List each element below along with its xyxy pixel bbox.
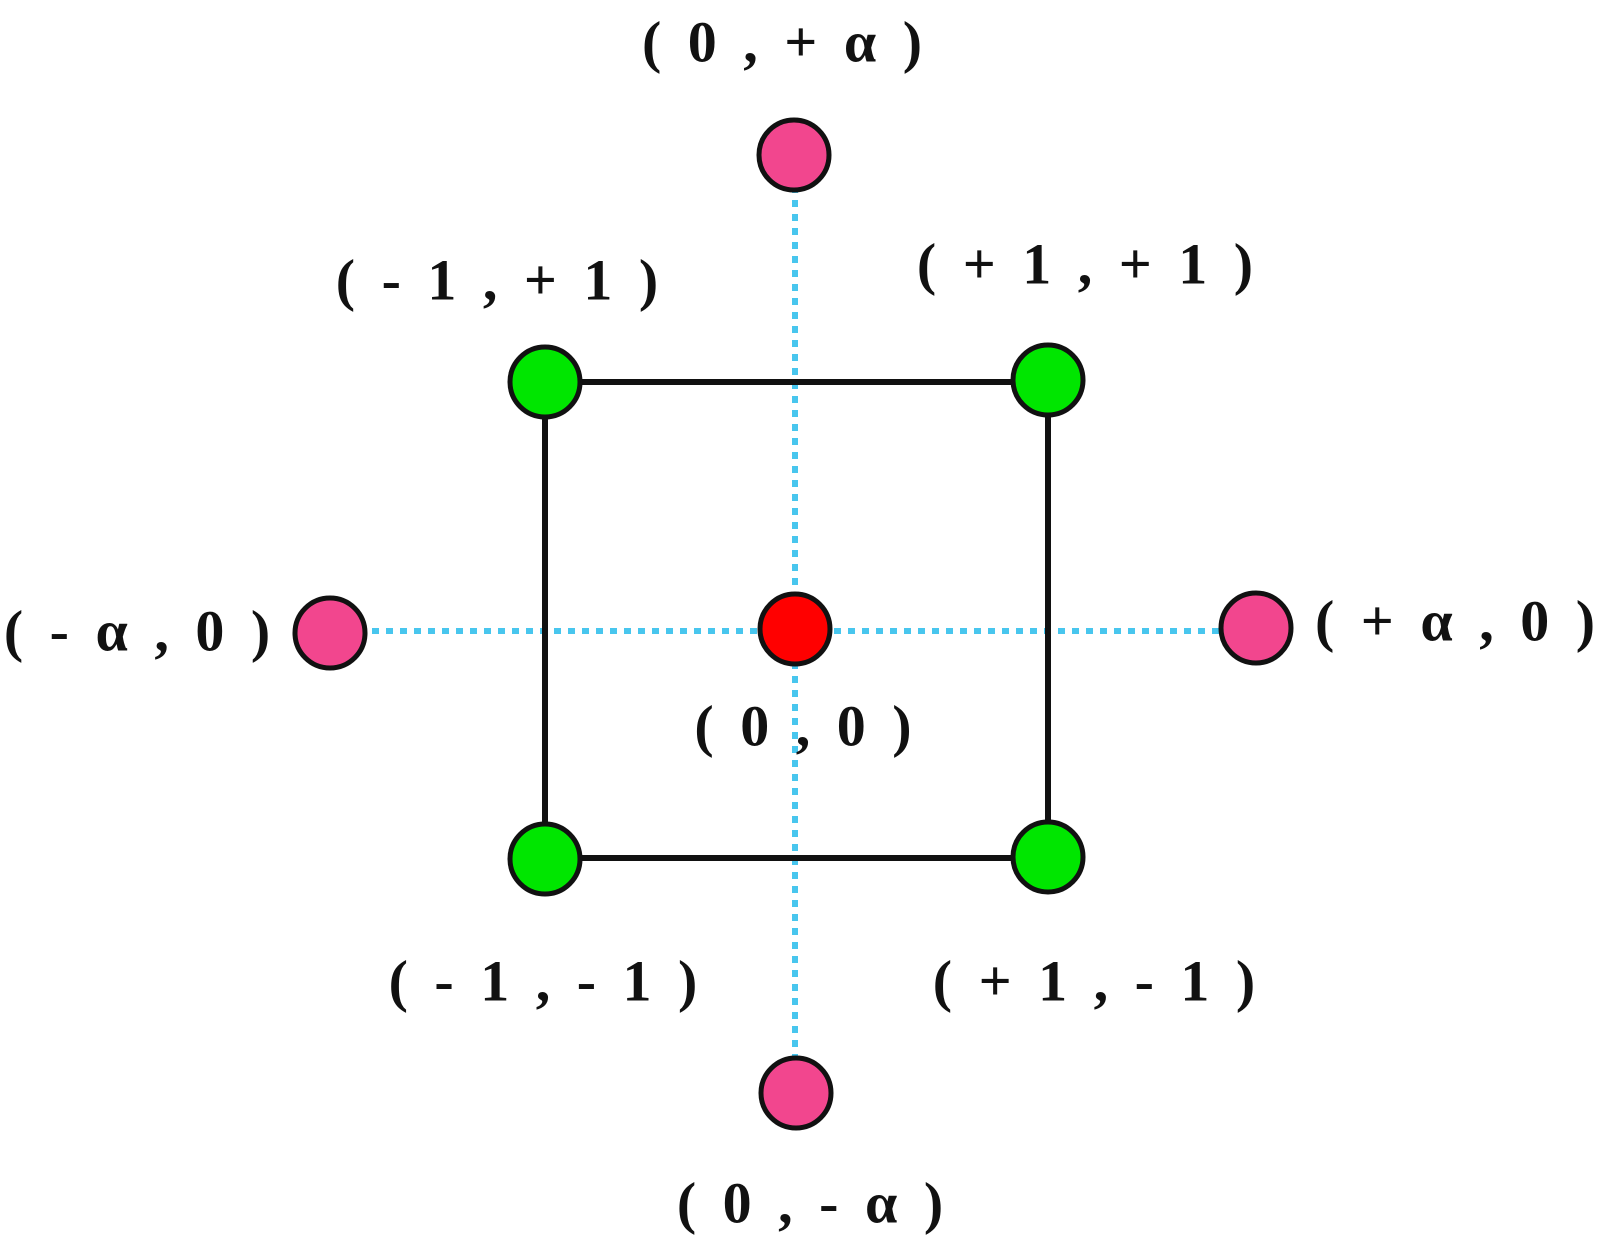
factorial-point-minus1-minus1: [507, 821, 583, 897]
factorial-point-plus1-plus1: [1010, 342, 1086, 418]
label-axial-top: ( 0 , + α ): [642, 9, 928, 74]
axial-point-top: [756, 117, 832, 193]
label-factorial-minus1-plus1: ( - 1 , + 1 ): [336, 247, 665, 312]
label-axial-right: ( + α , 0 ): [1315, 588, 1601, 653]
label-factorial-minus1-minus1: ( - 1 , - 1 ): [389, 948, 704, 1013]
label-axial-bottom: ( 0 , - α ): [677, 1170, 949, 1235]
label-center: ( 0 , 0 ): [694, 693, 917, 758]
label-factorial-plus1-plus1: ( + 1 , + 1 ): [917, 231, 1259, 296]
axial-point-left: [292, 595, 368, 671]
factorial-square: [542, 379, 1051, 861]
axial-point-right: [1218, 590, 1294, 666]
factorial-point-plus1-minus1: [1010, 819, 1086, 895]
center-point: [757, 591, 833, 667]
label-axial-left: ( - α , 0 ): [4, 598, 276, 663]
label-factorial-plus1-minus1: ( + 1 , - 1 ): [933, 948, 1262, 1013]
axial-point-bottom: [758, 1055, 834, 1131]
factorial-point-minus1-plus1: [507, 344, 583, 420]
